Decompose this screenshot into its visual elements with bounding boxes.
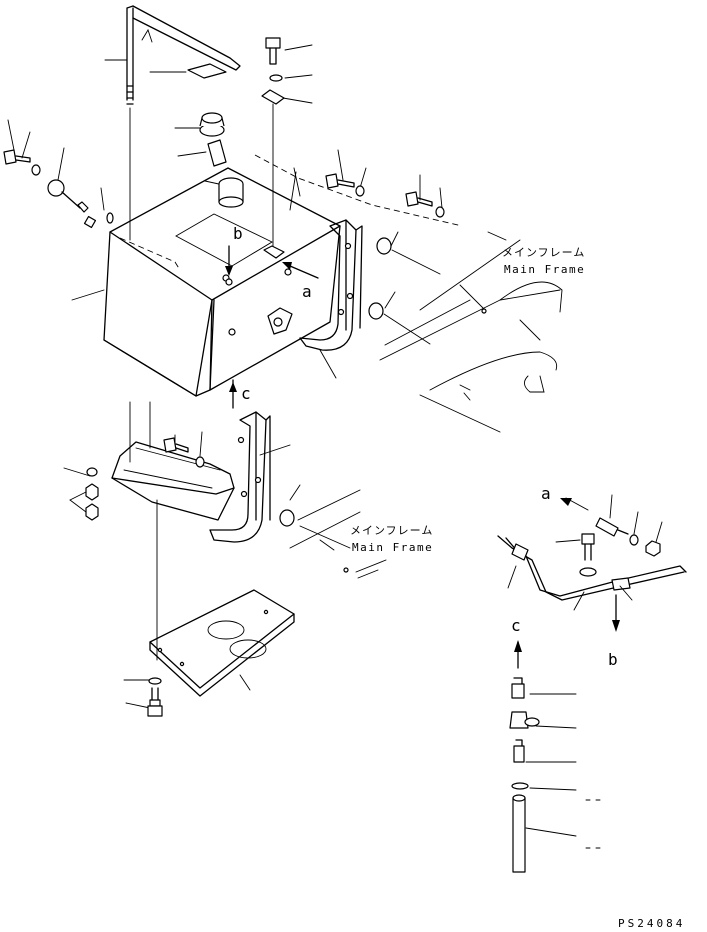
main-frame-label-jp-lower: メインフレーム [350, 524, 434, 537]
handrail-bracket [126, 5, 241, 241]
callout-a-detail: a [541, 484, 551, 503]
under-cover [147, 589, 295, 717]
leader-lines [7, 44, 443, 709]
bolts-washers-top [3, 37, 445, 251]
callout-c-upper: c [241, 384, 251, 403]
fuel-tank [103, 154, 463, 397]
main-frame-upper [379, 231, 563, 433]
direction-arrows [225, 245, 319, 409]
main-frame-label-en-lower: Main Frame [352, 541, 434, 554]
fuel-line-detail [497, 494, 687, 873]
figure-code: PS24084 [618, 917, 686, 930]
callout-b-detail: b [608, 650, 618, 669]
callout-a-upper: a [302, 282, 312, 301]
tank-strap-upper [299, 219, 441, 351]
callout-b-upper: b [233, 224, 243, 243]
main-frame-lower [289, 489, 387, 579]
tank-support-lower [85, 401, 295, 661]
main-frame-label-jp-upper: メインフレーム [502, 246, 586, 259]
callout-c-detail: c [511, 616, 521, 635]
main-frame-label-en-upper: Main Frame [504, 263, 586, 276]
